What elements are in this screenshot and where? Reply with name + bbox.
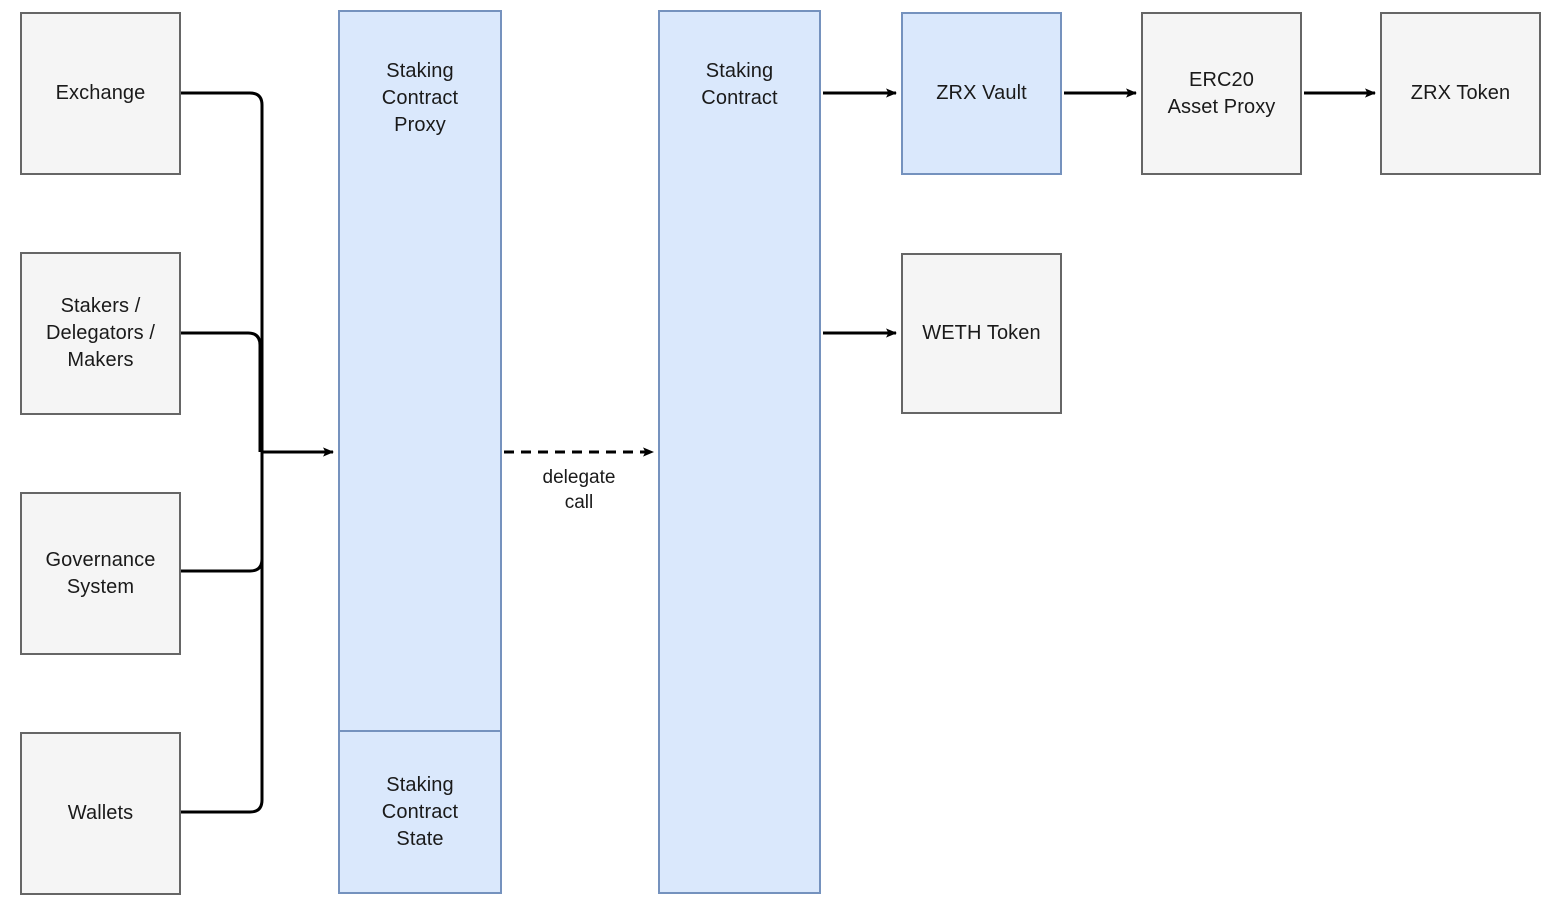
node-exchange[interactable]: Exchange [20,12,181,175]
node-stakers-delegators-makers-label: Stakers / Delegators / Makers [45,295,156,371]
edge-wallets-to-proxy [181,452,264,814]
node-governance-system-label: Governance System [45,548,156,598]
proxy-state-divider [340,730,500,732]
node-staking-contract-label: Staking Contract [701,60,778,109]
node-erc20-asset-proxy-label: ERC20 Asset Proxy [1167,68,1276,118]
node-staking-contract-proxy-label: Staking Contract Proxy [381,60,459,136]
node-exchange-label: Exchange [55,82,146,104]
edge-stakers-to-proxy [181,331,262,452]
node-zrx-vault-label: ZRX Vault [936,82,1027,104]
node-weth-token[interactable]: WETH Token [901,253,1062,414]
node-weth-token-label: WETH Token [922,322,1041,344]
edge-label-delegate-call: delegate call [542,467,616,513]
node-stakers-delegators-makers[interactable]: Stakers / Delegators / Makers [20,252,181,415]
node-zrx-token-label: ZRX Token [1410,82,1511,104]
node-zrx-vault[interactable]: ZRX Vault [901,12,1062,175]
node-staking-contract[interactable]: Staking Contract [658,10,821,894]
node-staking-contract-proxy-column[interactable]: Staking Contract Proxy Staking Contract … [338,10,502,894]
node-staking-contract-proxy: Staking Contract Proxy [340,12,500,730]
node-staking-contract-state: Staking Contract State [340,732,500,892]
node-wallets[interactable]: Wallets [20,732,181,895]
edge-exchange-to-proxy [181,91,264,452]
node-governance-system[interactable]: Governance System [20,492,181,655]
node-zrx-token[interactable]: ZRX Token [1380,12,1541,175]
node-staking-contract-state-label: Staking Contract State [381,773,459,850]
edge-governance-to-proxy [181,452,264,573]
node-erc20-asset-proxy[interactable]: ERC20 Asset Proxy [1141,12,1302,175]
node-wallets-label: Wallets [67,802,134,824]
